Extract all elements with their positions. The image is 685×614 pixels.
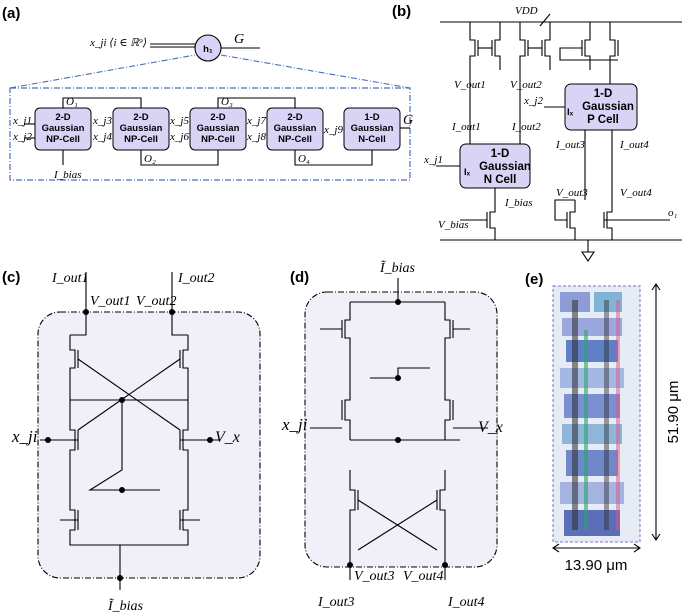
b-vout3: V_out3 bbox=[556, 187, 588, 199]
a-input-xj1: x_j1 bbox=[12, 115, 32, 127]
svg-text:1-D: 1-D bbox=[594, 88, 613, 100]
panel-a-label: (a) bbox=[2, 5, 20, 22]
b-iout2: I_out2 bbox=[511, 121, 541, 133]
a-input-label: x_ji ⟨i ∈ ℝ⁹⟩ bbox=[89, 37, 147, 49]
a-cell-3: 2-D Gaussian NP-Cell bbox=[189, 107, 247, 151]
svg-text:Iₓ: Iₓ bbox=[464, 167, 471, 178]
panel-c: I_out1 I_out2 V_out1 V_out2 x_ji V_x Ĩ_b… bbox=[11, 271, 261, 614]
c-vout2: V_out2 bbox=[136, 294, 176, 309]
a-cell-4: 2-D Gaussian NP-Cell bbox=[266, 107, 324, 151]
b-iout1: I_out1 bbox=[451, 121, 481, 133]
b-iout4: I_out4 bbox=[619, 139, 649, 151]
b-vdd: VDD bbox=[515, 5, 538, 17]
d-vout3: V_out3 bbox=[354, 569, 394, 584]
a-input-xj8: x_j8 bbox=[246, 131, 266, 143]
d-iout3: I_out3 bbox=[317, 595, 355, 610]
a-input-xj4: x_j4 bbox=[92, 131, 112, 143]
a-input-xj5: x_j5 bbox=[169, 115, 189, 127]
a-ibias: I_bias bbox=[53, 169, 82, 181]
a-input-xj7: x_j7 bbox=[246, 115, 266, 127]
a-node-label: h₁ bbox=[203, 44, 213, 55]
svg-text:Gaussian: Gaussian bbox=[582, 101, 634, 113]
svg-text:NP-Cell: NP-Cell bbox=[46, 134, 80, 145]
panel-d: Ĩ_bias x_ji V_x V_out3 V_out4 I_out3 I_o… bbox=[281, 259, 503, 610]
c-iout2: I_out2 bbox=[177, 271, 215, 286]
a-input-xj3: x_j3 bbox=[92, 115, 112, 127]
svg-text:1-D: 1-D bbox=[491, 148, 510, 160]
d-iout4: I_out4 bbox=[447, 595, 485, 610]
svg-text:2-D: 2-D bbox=[287, 112, 302, 123]
svg-text:2-D: 2-D bbox=[55, 112, 70, 123]
b-vout2: V_out2 bbox=[510, 79, 542, 91]
e-height: 51.90 μm bbox=[665, 381, 682, 444]
svg-text:N-Cell: N-Cell bbox=[358, 134, 385, 145]
a-o1: O₁ bbox=[66, 96, 78, 108]
svg-text:NP-Cell: NP-Cell bbox=[201, 134, 235, 145]
svg-text:Gaussian: Gaussian bbox=[351, 123, 394, 134]
c-vx: V_x bbox=[215, 429, 240, 446]
a-out-label: G bbox=[234, 32, 244, 47]
d-vx: V_x bbox=[478, 419, 503, 436]
panel-e-label: (e) bbox=[525, 271, 543, 288]
svg-text:Gaussian: Gaussian bbox=[197, 123, 240, 134]
b-ibias: I_bias bbox=[504, 197, 533, 209]
e-width: 13.90 μm bbox=[565, 557, 628, 574]
svg-text:Gaussian: Gaussian bbox=[42, 123, 85, 134]
a-cell-2: 2-D Gaussian NP-Cell bbox=[112, 107, 170, 151]
b-xj1: x_j1 bbox=[423, 154, 443, 166]
svg-text:P Cell: P Cell bbox=[587, 114, 619, 126]
svg-text:Gaussian: Gaussian bbox=[479, 161, 531, 173]
b-vout4: V_out4 bbox=[620, 187, 652, 199]
a-o4: O₄ bbox=[298, 153, 310, 165]
a-expansion-box bbox=[9, 87, 411, 181]
panel-c-label: (c) bbox=[2, 269, 20, 286]
svg-text:NP-Cell: NP-Cell bbox=[124, 134, 158, 145]
a-o2: O₂ bbox=[144, 153, 156, 165]
d-xji: x_ji bbox=[281, 415, 308, 434]
c-xji: x_ji bbox=[11, 427, 38, 446]
svg-text:NP-Cell: NP-Cell bbox=[278, 134, 312, 145]
b-iout3: I_out3 bbox=[555, 139, 585, 151]
b-vout1: V_out1 bbox=[454, 79, 486, 91]
a-output-g: G bbox=[403, 113, 413, 128]
svg-text:2-D: 2-D bbox=[133, 112, 148, 123]
a-cell-1: 2-D Gaussian NP-Cell bbox=[34, 107, 92, 151]
svg-text:Iₓ: Iₓ bbox=[567, 107, 574, 118]
a-input-xj2: x_j2 bbox=[12, 131, 32, 143]
panel-b: VDD V_out1 V_out2 I_out1 I_out2 bbox=[423, 5, 682, 262]
b-o1: o₁ bbox=[668, 207, 678, 219]
c-ibias: Ĩ_bias bbox=[107, 597, 144, 614]
panel-a: x_ji ⟨i ∈ ℝ⁹⟩ h₁ G 2-D Gaussian NP-Cell … bbox=[9, 32, 413, 181]
d-vout4: V_out4 bbox=[403, 569, 443, 584]
panel-d-label: (d) bbox=[290, 269, 309, 286]
a-input-xj9: x_j9 bbox=[323, 124, 343, 136]
b-xj2: x_j2 bbox=[523, 95, 543, 107]
panel-e: 51.90 μm 13.90 μm bbox=[552, 283, 682, 574]
a-cell-5: 1-D Gaussian N-Cell bbox=[343, 107, 401, 151]
c-vout1: V_out1 bbox=[90, 294, 130, 309]
svg-text:N Cell: N Cell bbox=[484, 174, 517, 186]
svg-text:1-D: 1-D bbox=[364, 112, 379, 123]
a-input-xj6: x_j6 bbox=[169, 131, 189, 143]
b-n-cell: 1-D Gaussian N Cell Iₓ bbox=[459, 143, 531, 189]
svg-text:Gaussian: Gaussian bbox=[120, 123, 163, 134]
c-iout1: I_out1 bbox=[51, 271, 89, 286]
a-o3: O₃ bbox=[221, 96, 233, 108]
b-p-cell: 1-D Gaussian P Cell Iₓ bbox=[564, 83, 638, 131]
panel-b-label: (b) bbox=[392, 3, 411, 20]
svg-text:Gaussian: Gaussian bbox=[274, 123, 317, 134]
layout-cells bbox=[560, 292, 624, 536]
b-vbias: V_bias bbox=[438, 219, 469, 231]
d-ibias: Ĩ_bias bbox=[379, 259, 416, 276]
svg-text:2-D: 2-D bbox=[210, 112, 225, 123]
